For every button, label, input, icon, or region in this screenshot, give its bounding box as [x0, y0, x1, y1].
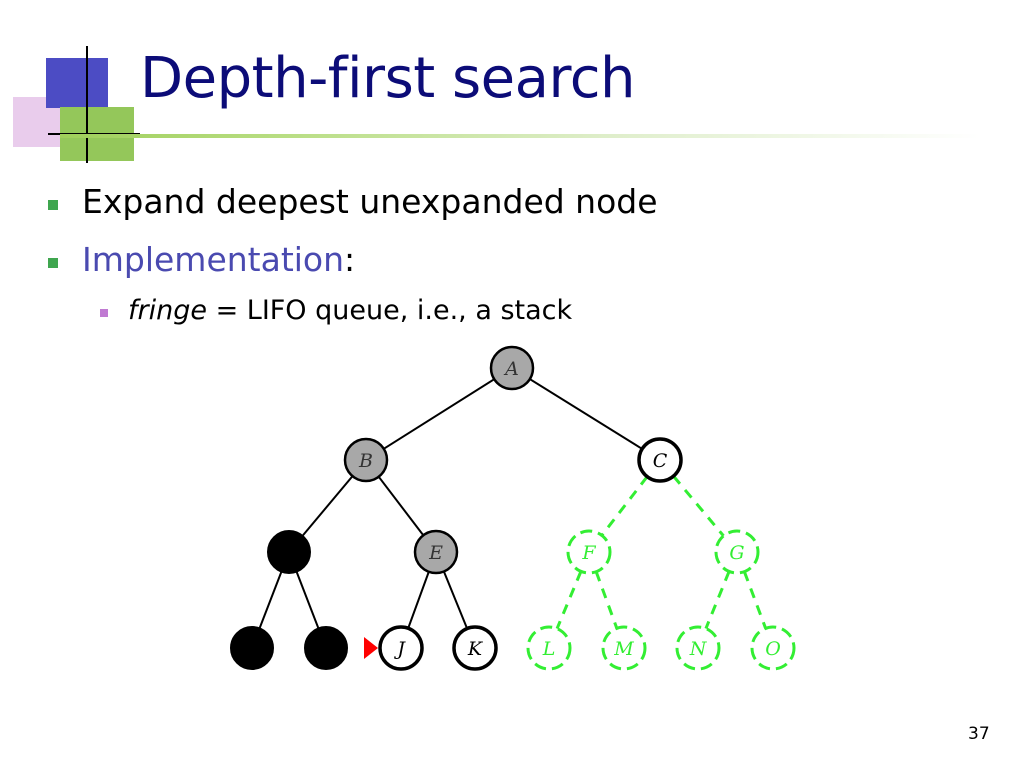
tree-node-label-B: B: [358, 450, 373, 472]
tree-node-circle-A: [489, 345, 535, 391]
tree-node-label-F: F: [581, 542, 596, 564]
tree-node-label-M: M: [613, 638, 634, 660]
tree-edge-E-J: [407, 571, 430, 629]
tree-node-circle-L: [526, 625, 572, 671]
tree-node-circle-B: [343, 437, 389, 483]
tree-node-circle-J: [378, 625, 424, 671]
tree-node-J: J: [378, 625, 424, 671]
tree-node-L: L: [526, 625, 572, 671]
tree-edge-A-B: [383, 378, 495, 450]
tree-edge-B-D: [301, 475, 354, 537]
slide-title: Depth-first search: [140, 46, 636, 111]
tree-node-N: N: [675, 625, 721, 671]
tree-node-label-O: O: [765, 638, 781, 660]
tree-node-circle-O: [750, 625, 796, 671]
tree-node-label-L: L: [542, 638, 556, 660]
tree-edge-G-N: [704, 570, 731, 630]
tree-edge-E-K: [442, 571, 469, 629]
tree-node-circle-N: [675, 625, 721, 671]
tree-node-circle-E: [413, 529, 459, 575]
tree-node-circle-F: [566, 529, 612, 575]
tree-node-A: A: [489, 345, 535, 391]
tree-node-label-J: J: [393, 638, 406, 660]
tree-node-K: K: [452, 625, 498, 671]
tree-node-B: B: [343, 437, 389, 483]
tree-node-label-C: C: [653, 450, 668, 472]
tree-node-circle-H: [230, 626, 274, 670]
fringe-description: = LIFO queue, i.e., a stack: [206, 295, 573, 326]
tree-node-circle-C: [637, 437, 683, 483]
tree-edge-G-O: [742, 571, 768, 629]
tree-edge-A-C: [529, 378, 643, 450]
tree-node-G: G: [714, 529, 760, 575]
title-underline: [60, 134, 980, 138]
tree-node-label-A: A: [503, 358, 519, 380]
tree-edge-C-F: [600, 475, 649, 537]
fringe-term: fringe: [128, 295, 207, 326]
tree-edge-F-M: [594, 571, 619, 629]
bullet-item: Expand deepest unexpanded node: [48, 182, 658, 221]
tree-node-label-K: K: [467, 638, 484, 660]
tree-node-label-E: E: [428, 542, 443, 564]
tree-node-D: [267, 530, 311, 574]
implementation-label: Implementation: [82, 240, 345, 279]
tree-node-C: C: [637, 437, 683, 483]
tree-node-F: F: [566, 529, 612, 575]
tree-edge-D-H: [258, 571, 283, 629]
implementation-colon: :: [344, 240, 356, 279]
sub-bullet-item: fringe = LIFO queue, i.e., a stack: [100, 295, 573, 326]
tree-edge-B-E: [377, 476, 425, 536]
tree-node-circle-G: [714, 529, 760, 575]
tree-node-label-G: G: [729, 542, 744, 564]
tree-node-circle-I: [304, 626, 348, 670]
page-number: 37: [968, 724, 990, 744]
tree-edge-C-G: [672, 475, 725, 537]
tree-node-M: M: [601, 625, 647, 671]
bullet-square-icon: [48, 258, 58, 268]
sub-bullet-square-icon: [100, 309, 108, 317]
tree-node-E: E: [413, 529, 459, 575]
bullet-square-icon: [48, 200, 58, 210]
tree-edge-D-I: [295, 571, 320, 629]
tree-node-label-N: N: [689, 638, 708, 660]
tree-node-O: O: [750, 625, 796, 671]
tree-node-H: [230, 626, 274, 670]
tree-edge-F-L: [555, 570, 583, 630]
current-node-arrow-icon: [364, 637, 378, 659]
tree-node-I: [304, 626, 348, 670]
bullet-text: Expand deepest unexpanded node: [82, 182, 658, 221]
tree-node-circle-D: [267, 530, 311, 574]
tree-node-circle-K: [452, 625, 498, 671]
bullet-item: Implementation:: [48, 240, 356, 279]
tree-node-circle-M: [601, 625, 647, 671]
